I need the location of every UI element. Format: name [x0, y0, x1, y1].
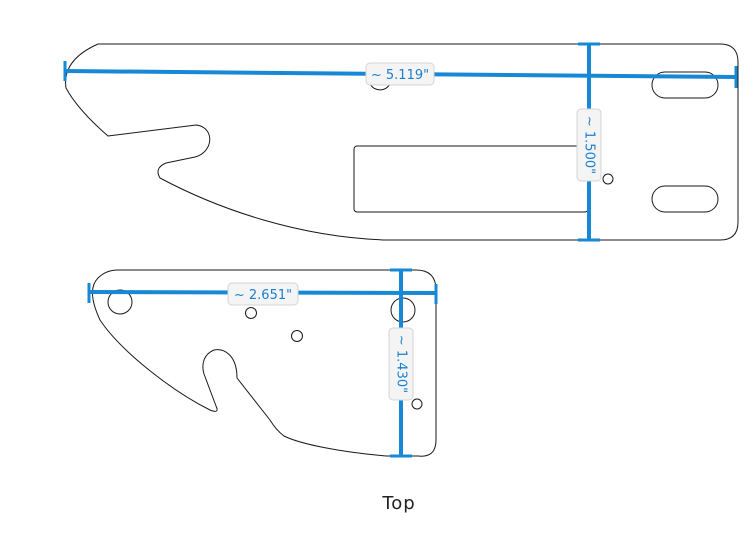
large-part-hole-small	[602, 173, 614, 185]
dimension-label-large-height: ~ 1.500"	[582, 116, 597, 174]
dimension-large-height[interactable]: ~ 1.500"	[576, 42, 602, 242]
dimension-small-length[interactable]: ~ 2.651"	[87, 282, 438, 306]
small-part-outline	[92, 269, 437, 457]
small-part-hole-small-3	[411, 398, 423, 410]
dimension-label-large-length: ~ 5.119"	[371, 68, 429, 83]
dimension-label-box	[227, 282, 299, 306]
dimension-label-small-length: ~ 2.651"	[234, 288, 292, 303]
large-part-outline	[65, 43, 739, 241]
dimension-large-length[interactable]: ~ 5.119"	[63, 61, 738, 88]
small-part-hole-small-2	[291, 330, 303, 342]
dimension-small-height[interactable]: ~ 1.430"	[388, 268, 414, 458]
dimension-label-small-height: ~ 1.430"	[394, 335, 409, 393]
small-part-hole-small-1	[245, 307, 257, 319]
view-label: Top	[381, 493, 415, 514]
dimension-label-box	[576, 108, 602, 182]
small-part-hole-large-left	[107, 289, 133, 315]
large-part-cutout	[353, 145, 589, 213]
dimension-label-box	[388, 327, 414, 401]
large-part-slot-top	[651, 71, 719, 99]
large-part-slot-bottom	[651, 185, 719, 213]
dimension-label-box	[365, 62, 435, 86]
